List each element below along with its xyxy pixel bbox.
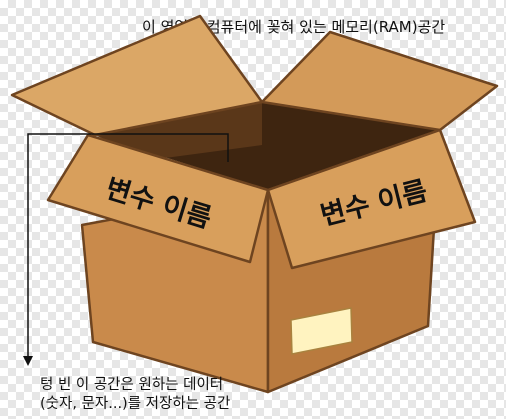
front-right-flap [266,128,477,270]
box-interior-shadow [95,102,262,160]
box-sticker [290,307,353,355]
empty-space-caption: 텅 빈 이 공간은 원하는 데이터 (숫자, 문자...)를 저장하는 공간 [40,376,230,414]
empty-space-caption-line1: 텅 빈 이 공간은 원하는 데이터 [40,377,224,393]
empty-space-caption-line2: (숫자, 문자...)를 저장하는 공간 [40,396,231,412]
leader-arrowhead [23,356,33,366]
front-left-flap [46,133,270,264]
memory-area-caption: 이 영역은 컴퓨터에 꽂혀 있는 메모리(RAM)공간 [142,18,446,36]
back-right-flap [260,30,499,132]
leader-line [27,133,229,358]
